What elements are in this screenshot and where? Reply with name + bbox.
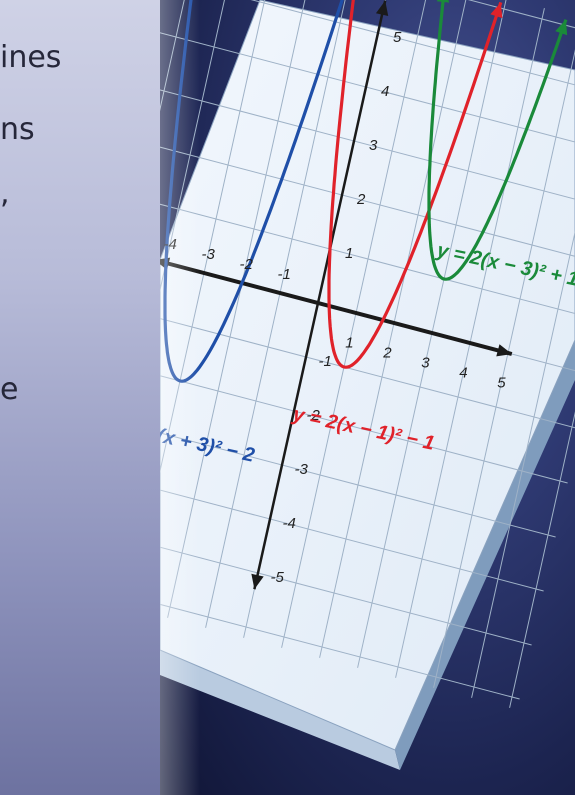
y-tick-label: 1 <box>345 245 353 262</box>
y-tick-label: 3 <box>369 137 378 154</box>
y-axis-arrow-up <box>375 0 389 17</box>
grid-line-horizontal <box>118 78 575 200</box>
y-tick-label: 2 <box>356 191 366 208</box>
y-tick-label: 5 <box>393 29 402 46</box>
grid-line-vertical <box>509 411 575 708</box>
left-panel <box>0 0 160 795</box>
board-face <box>159 0 575 751</box>
x-tick-label: -1 <box>278 266 291 283</box>
board-edge-right <box>395 340 575 770</box>
cutoff-text-2: ns <box>0 112 35 147</box>
x-axis <box>154 258 513 356</box>
x-tick-label: 4 <box>459 365 467 382</box>
x-tick-label: 1 <box>345 335 353 352</box>
x-axis-arrow-right <box>496 344 512 357</box>
grid-line-horizontal <box>94 186 575 314</box>
board-edge-bottom <box>160 650 400 770</box>
parabolas <box>163 0 568 383</box>
x-tick-label: -2 <box>240 256 254 273</box>
x-tick-label: -4 <box>164 236 177 253</box>
axes <box>154 0 568 590</box>
x-tick-label: 5 <box>497 375 506 392</box>
y-axis <box>253 0 387 590</box>
x-tick-label: 2 <box>382 345 392 362</box>
parabola-green <box>427 0 568 281</box>
y-tick-label: -3 <box>295 461 309 478</box>
x-tick-label: 3 <box>421 355 430 372</box>
cutoff-text-5: e <box>0 372 19 407</box>
grid-line-vertical <box>471 230 575 698</box>
y-tick-label: -5 <box>271 569 285 586</box>
grid-line-horizontal <box>130 24 575 143</box>
grid-line-horizontal <box>250 0 575 86</box>
y-tick-label: 4 <box>381 83 389 100</box>
cutoff-text-3: , <box>0 176 10 211</box>
panel-gloss <box>160 0 200 795</box>
y-tick-label: -1 <box>319 353 332 370</box>
y-tick-label: -4 <box>283 515 296 532</box>
y-axis-arrow-down <box>251 573 264 590</box>
parabola-blue <box>163 0 344 383</box>
grid-line-horizontal <box>106 132 575 257</box>
cutoff-text-1: ines <box>0 40 62 75</box>
x-tick-label: -3 <box>202 246 216 263</box>
tick-labels: -4 -3 -2 -1 1 2 3 4 5 -5 -4 -3 -2 -1 1 2 3 4 5 <box>164 29 507 586</box>
y-tick-label: -2 <box>307 407 321 424</box>
